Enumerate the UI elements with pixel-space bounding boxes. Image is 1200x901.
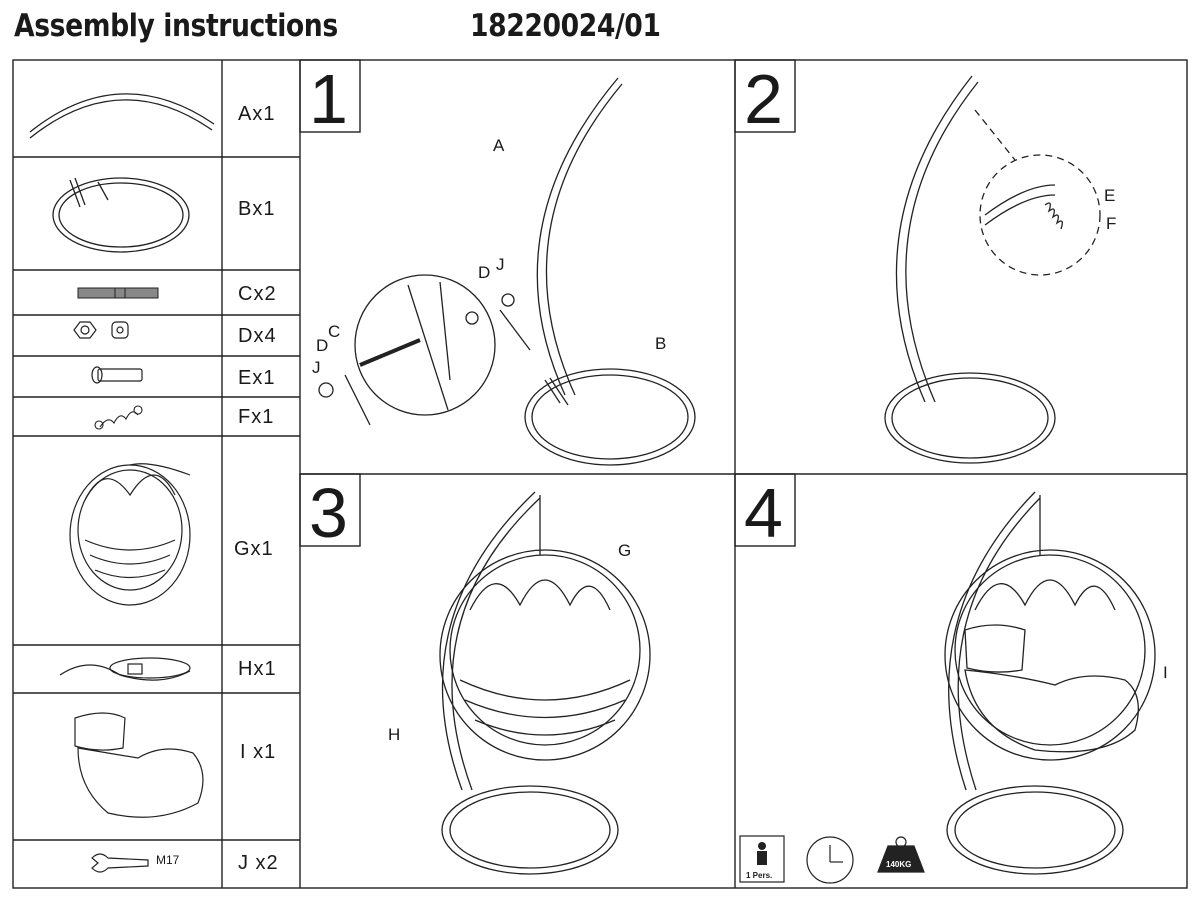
step1-stand-icon: [318, 77, 696, 466]
part-label-h: Hx1: [238, 658, 277, 680]
callout-g: G: [618, 541, 632, 560]
callout-f: F: [1106, 214, 1117, 233]
callout-i: I: [1163, 663, 1168, 682]
part-label-e: Ex1: [238, 367, 276, 389]
part-e-pin-icon: [91, 366, 143, 384]
part-g-chair-icon: [69, 463, 191, 606]
part-label-c: Cx2: [238, 283, 277, 305]
callout-c: C: [328, 322, 341, 341]
callout-e: E: [1104, 186, 1116, 205]
part-b-base-icon: [52, 177, 190, 253]
capacity-badges: [739, 835, 925, 884]
person-icon: [757, 842, 767, 865]
part-label-g: Gx1: [234, 538, 274, 560]
callout-j-right: J: [496, 255, 505, 274]
document-code: 18220024/01: [470, 8, 661, 44]
callout-h: H: [388, 725, 401, 744]
callout-b: B: [655, 334, 667, 353]
part-i-cushion-icon: [74, 712, 204, 818]
callout-d-right: D: [478, 263, 491, 282]
step-number-4: 4: [744, 474, 783, 552]
weight-badge-label: 140KG: [886, 860, 912, 869]
document-title: Assembly instructions: [14, 8, 338, 44]
part-a-tube-icon: [29, 93, 215, 139]
step3-chair-icon: [439, 491, 651, 875]
part-label-i: I x1: [240, 741, 277, 763]
part-h-strap-icon: [59, 657, 191, 681]
persons-badge-label: 1 Pers.: [746, 871, 773, 880]
callout-a: A: [493, 136, 505, 155]
step-number-1: 1: [309, 60, 348, 138]
step-number-3: 3: [309, 474, 348, 552]
step2-stand-icon: [884, 75, 1101, 464]
part-label-b: Bx1: [238, 198, 276, 220]
part-label-d: Dx4: [238, 325, 277, 347]
part-label-a: Ax1: [238, 103, 276, 125]
callout-d-left: D: [316, 336, 329, 355]
part-f-spring-icon: [94, 405, 143, 430]
step4-chair-icon: [944, 491, 1156, 875]
callout-j-left: J: [312, 358, 321, 377]
part-j-wrench-icon: [91, 853, 149, 873]
part-label-j: J x2: [238, 852, 279, 874]
part-label-f: Fx1: [238, 406, 275, 428]
wrench-size-label: M17: [156, 853, 180, 867]
part-c-rod-icon: [77, 287, 159, 299]
step-number-2: 2: [744, 60, 783, 138]
part-d-nut-icon: [73, 321, 129, 339]
